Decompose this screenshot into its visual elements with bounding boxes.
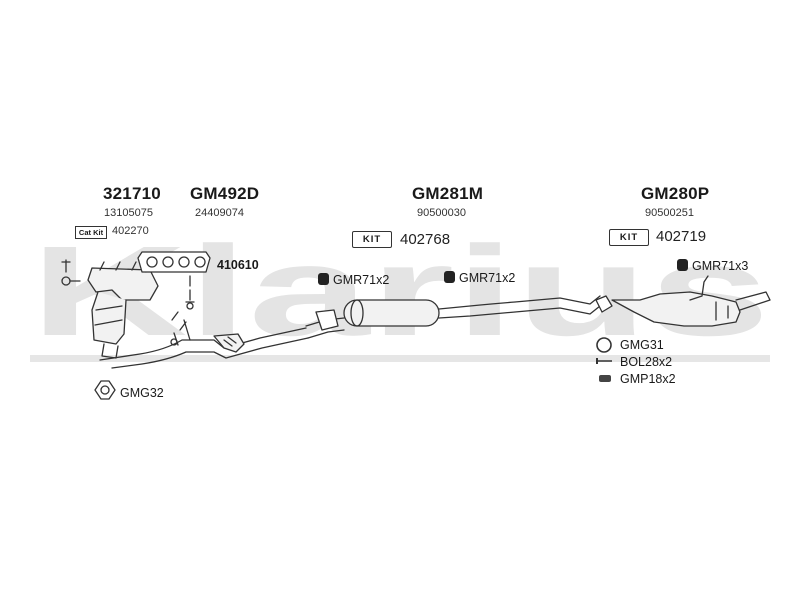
mount-label-gmr71x2: GMR71x2 bbox=[333, 273, 390, 287]
kit-number-402719: 402719 bbox=[656, 228, 707, 245]
oe-number-90500030: 90500030 bbox=[417, 207, 466, 219]
catalytic-converter-drawing bbox=[61, 259, 159, 359]
kit-badge: KIT bbox=[352, 231, 392, 248]
clamp-icon bbox=[599, 375, 611, 382]
kit-badge: KIT bbox=[609, 229, 649, 246]
kit-number-402768: 402768 bbox=[400, 231, 451, 248]
part-number-gm280p: GM280P bbox=[641, 184, 710, 203]
cat-kit-number: 402270 bbox=[112, 225, 149, 237]
oe-number-90500251: 90500251 bbox=[645, 207, 694, 219]
rear-silencer-drawing bbox=[595, 275, 771, 327]
part-number-gm492d: GM492D bbox=[190, 184, 260, 203]
rubber-mount-icon bbox=[677, 259, 688, 271]
middle-silencer-drawing bbox=[305, 295, 601, 339]
watermark-bar bbox=[30, 355, 770, 362]
sealing-ring-icon bbox=[596, 337, 612, 353]
oe-number-13105075: 13105075 bbox=[104, 207, 153, 219]
bolt-label-bol28x2: BOL28x2 bbox=[620, 355, 673, 369]
gasket-label-gmg32: GMG32 bbox=[120, 386, 164, 400]
front-pipe-drawing bbox=[99, 275, 309, 369]
part-number-321710: 321710 bbox=[103, 184, 161, 203]
manifold-gasket-drawing bbox=[137, 251, 211, 273]
gasket-gmg32-drawing bbox=[94, 380, 116, 400]
clamp-label-gmp18x2: GMP18x2 bbox=[620, 372, 676, 386]
rubber-mount-icon bbox=[318, 273, 329, 285]
ring-label-gmg31: GMG31 bbox=[620, 338, 664, 352]
part-number-gm281m: GM281M bbox=[412, 184, 484, 203]
cat-kit-badge: Cat Kit bbox=[75, 226, 107, 239]
mount-icons bbox=[318, 259, 688, 382]
rubber-mount-icon bbox=[444, 271, 455, 283]
mount-label-gmr71x3: GMR71x3 bbox=[692, 259, 749, 273]
gasket-kit-number: 410610 bbox=[217, 258, 259, 272]
mount-label-gmr71x2: GMR71x2 bbox=[459, 271, 516, 285]
o2-sensor-icon bbox=[61, 276, 71, 286]
oe-number-24409074: 24409074 bbox=[195, 207, 244, 219]
